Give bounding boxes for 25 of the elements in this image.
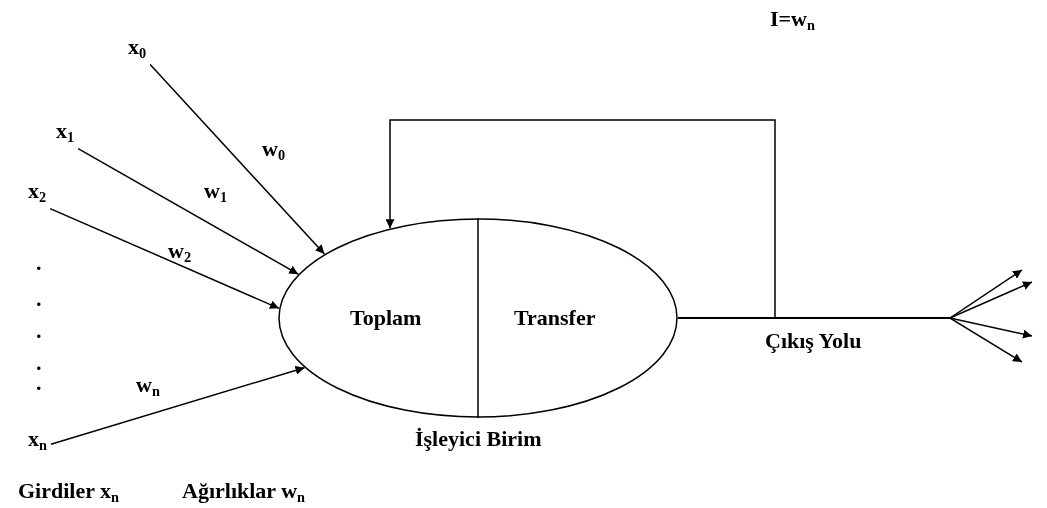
ellipsis-dot: . (36, 372, 42, 394)
unit-label: Toplam (350, 307, 422, 329)
edge-label: Çıkış Yolu (765, 330, 862, 352)
input-label: x$_{0}$ (128, 36, 147, 61)
edge-label: w$_{2}$ (168, 240, 192, 265)
input-label: x$_{2}$ (28, 180, 47, 205)
arrow (149, 63, 326, 255)
caption-label: Girdiler x$_{n}$ (18, 480, 120, 505)
edge-label: w$_{0}$ (262, 138, 286, 163)
arrow (385, 119, 776, 319)
unit-label: Transfer (514, 307, 596, 329)
ellipsis-dot: . (36, 252, 42, 274)
edge-label: w$_{n}$ (136, 374, 160, 399)
arrow (50, 366, 306, 446)
formula-label: I=w$_{n}$ (770, 8, 815, 33)
input-label: x$_{n}$ (28, 428, 47, 453)
unit-caption: İşleyici Birim (415, 428, 542, 450)
arrow (77, 147, 299, 275)
ellipsis-dot: . (36, 320, 42, 342)
caption-label: Ağırlıklar w$_{n}$ (182, 480, 306, 505)
edge-label: w$_{1}$ (204, 180, 228, 205)
ellipsis-dot: . (36, 352, 42, 374)
ellipsis-dot: . (36, 288, 42, 310)
input-label: x$_{1}$ (56, 120, 75, 145)
arrow (49, 207, 280, 310)
